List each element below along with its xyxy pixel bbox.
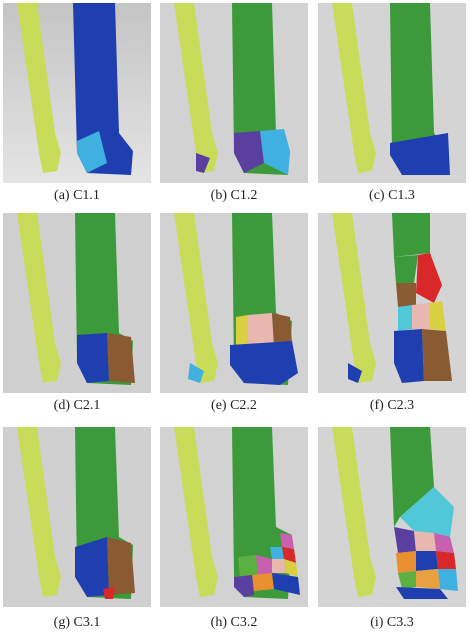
bone-render-c2-1 [3,213,151,393]
bone-render-c1-1 [3,3,151,183]
bone-render-c2-2 [160,213,308,393]
panel-f-image [318,213,466,393]
bone-render-c3-3 [318,427,466,607]
panel-b-caption: (b) C1.2 [160,188,308,204]
bone-render-c3-1 [3,427,151,607]
bone-render-c2-3 [318,213,466,393]
panel-i-image [318,427,466,607]
bone-render-c1-2 [160,3,308,183]
panel-a-caption: (a) C1.1 [3,188,151,204]
panel-i-caption: (i) C3.3 [318,615,466,631]
panel-g-caption: (g) C3.1 [3,615,151,631]
panel-b-image [160,3,308,183]
panel-d-image [3,213,151,393]
panel-f-caption: (f) C2.3 [318,398,466,414]
bone-render-c3-2 [160,427,308,607]
bone-render-c1-3 [318,3,466,183]
panel-e-image [160,213,308,393]
panel-c-image [318,3,466,183]
panel-g-image [3,427,151,607]
panel-d-caption: (d) C2.1 [3,398,151,414]
panel-h-image [160,427,308,607]
panel-c-caption: (c) C1.3 [318,188,466,204]
panel-e-caption: (e) C2.2 [160,398,308,414]
panel-a-image [3,3,151,183]
panel-h-caption: (h) C3.2 [160,615,308,631]
